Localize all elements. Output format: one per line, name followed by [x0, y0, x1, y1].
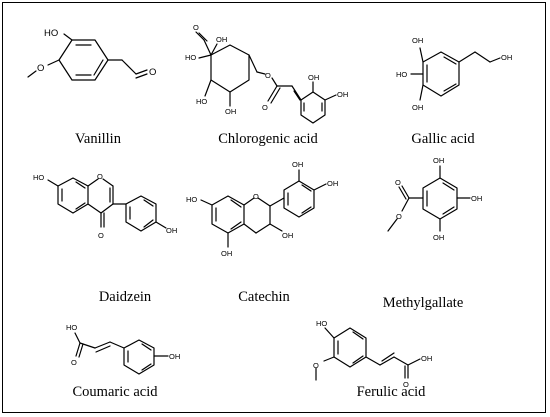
daidzein-o-keto: O	[98, 231, 104, 240]
daidzein-ho: HO	[33, 173, 44, 182]
chlorogenic-o-ester: O	[262, 103, 268, 112]
gallic-ho-left: HO	[396, 70, 407, 79]
vanillin-name: Vanillin	[75, 131, 122, 147]
chlorogenic-ho-acid: HO	[185, 53, 196, 62]
chlorogenic-acid-structure: O HO OH HO OH O O OH OH	[185, 23, 348, 124]
figure-border	[2, 2, 546, 413]
methylgallate-o-ester: O	[396, 212, 402, 221]
daidzein-oh: OH	[166, 226, 177, 235]
vanillin-structure: HO O O	[27, 28, 156, 81]
ferulic-o-carbonyl: O	[403, 380, 409, 389]
methylgallate-o-carbonyl: O	[395, 178, 401, 187]
catechin-ho-left: HO	[186, 195, 197, 204]
catechin-oh-right: OH	[327, 179, 338, 188]
chlorogenic-oh-ring: OH	[216, 35, 227, 44]
catechin-o-ring: O	[253, 192, 259, 201]
daidzein-o-ring: O	[97, 172, 103, 181]
methylgallate-structure: O O OH OH OH	[387, 156, 482, 242]
vanillin-ho-label: HO	[44, 28, 58, 39]
daidzein-name: Daidzein	[99, 289, 152, 305]
ferulic-ho: HO	[316, 319, 327, 328]
chlorogenic-o-link: O	[265, 71, 271, 80]
methylgallate-oh-bottom: OH	[433, 233, 444, 242]
chlorogenic-ho-1: HO	[196, 97, 207, 106]
catechin-structure: HO O OH OH OH OH	[186, 160, 338, 258]
gallic-acid-name: Gallic acid	[411, 131, 475, 147]
coumaric-acid-name: Coumaric acid	[73, 384, 159, 400]
vanillin-o-aldehyde-label: O	[149, 67, 156, 78]
coumaric-acid-structure: HO O OH	[66, 323, 180, 375]
chlorogenic-oh-ar2: OH	[337, 90, 348, 99]
gallic-acid-structure: OH HO OH OH	[396, 36, 512, 112]
methylgallate-oh-right: OH	[471, 194, 482, 203]
catechin-oh-ring: OH	[282, 231, 293, 240]
gallic-oh-chain: OH	[501, 53, 512, 62]
ferulic-o-methoxy: O	[313, 361, 319, 370]
coumaric-oh: OH	[169, 352, 180, 361]
coumaric-ho: HO	[66, 323, 77, 332]
ferulic-acid-name: Ferulic acid	[357, 384, 427, 400]
catechin-oh-bottom: OH	[221, 249, 232, 258]
gallic-oh-bottom: OH	[412, 103, 423, 112]
gallic-oh-top: OH	[412, 36, 423, 45]
catechin-name: Catechin	[238, 289, 290, 305]
daidzein-structure: HO O O OH	[33, 172, 177, 240]
ferulic-acid-structure: HO O O OH	[313, 319, 432, 389]
methylgallate-name: Methylgallate	[383, 295, 464, 311]
methylgallate-oh-top: OH	[433, 156, 444, 165]
chlorogenic-o-carbonyl: O	[193, 23, 199, 32]
chlorogenic-acid-name: Chlorogenic acid	[218, 131, 318, 147]
vanillin-o-methoxy-label: O	[37, 63, 44, 74]
chlorogenic-oh-ar1: OH	[308, 73, 319, 82]
chlorogenic-oh-2: OH	[225, 107, 236, 116]
ferulic-oh: OH	[421, 354, 432, 363]
catechin-oh-top: OH	[292, 160, 303, 169]
coumaric-o: O	[71, 358, 77, 367]
